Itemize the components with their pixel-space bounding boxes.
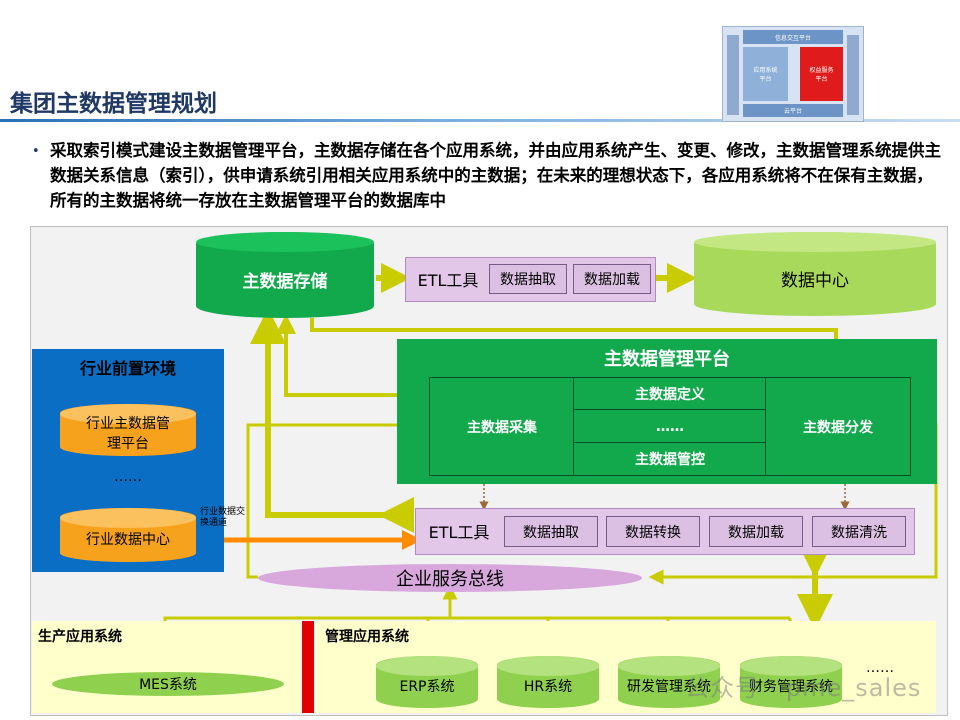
thumb-right-pillar <box>847 35 859 115</box>
master-data-storage-cylinder: 主数据存储 <box>196 232 374 318</box>
etl-top-load: 数据加载 <box>573 264 651 294</box>
exchange-channel-label: 行业数据交换通道 <box>200 507 246 528</box>
thumb-top-label: 信息交互平台 <box>743 30 843 44</box>
bullet-icon: • <box>32 144 40 159</box>
data-center-cylinder: 数据中心 <box>694 232 936 316</box>
thumb-left-pillar <box>727 35 739 115</box>
data-center-label: 数据中心 <box>781 270 849 291</box>
hr-system-label: HR系统 <box>523 679 573 695</box>
erp-system-cylinder: ERP系统 <box>376 656 478 708</box>
arrow-etl-bottom-to-storage <box>250 308 414 533</box>
rd-system-label: 研发管理系统 <box>627 679 711 695</box>
system-divider <box>302 621 314 713</box>
platform-ellipsis: …… <box>573 409 767 444</box>
industry-ellipsis: …… <box>114 469 142 485</box>
etl-bottom-label: ETL工具 <box>428 522 490 542</box>
production-title: 生产应用系统 <box>38 629 122 645</box>
industry-data-center-label: 行业数据中心 <box>86 532 170 548</box>
etl-bottom-transform: 数据转换 <box>606 516 700 547</box>
erp-system-label: ERP系统 <box>399 679 455 695</box>
industry-data-center-cylinder: 行业数据中心 <box>60 508 196 562</box>
etl-top-label: ETL工具 <box>417 270 479 290</box>
arrow-esb-to-collect <box>246 417 426 579</box>
architecture-thumbnail: 信息交互平台 应用系统平台 权益服务平台 云平台 <box>722 26 864 122</box>
etl-bottom-extract: 数据抽取 <box>504 516 598 547</box>
management-title: 管理应用系统 <box>325 629 409 645</box>
mes-system: MES系统 <box>52 672 284 696</box>
platform-collect: 主数据采集 <box>429 377 575 476</box>
thumb-left-label: 应用系统平台 <box>743 47 788 101</box>
finance-system-cylinder: 财务管理系统 <box>740 656 842 708</box>
finance-system-label: 财务管理系统 <box>749 679 833 695</box>
title-divider <box>0 119 960 122</box>
platform-definition: 主数据定义 <box>573 377 767 411</box>
watermark: 公众号 · pme_sales <box>685 674 922 702</box>
industry-platform-label: 行业主数据管理平台 <box>86 416 170 452</box>
thumb-right-label: 权益服务平台 <box>800 47 843 101</box>
production-systems-panel <box>32 621 300 713</box>
etl-bottom-clean: 数据清洗 <box>812 516 906 547</box>
rd-system-cylinder: 研发管理系统 <box>618 656 720 708</box>
thumb-bottom-label: 云平台 <box>743 104 843 117</box>
platform-control: 主数据管控 <box>573 442 767 476</box>
platform-title: 主数据管理平台 <box>604 349 730 370</box>
intro-text: 采取索引模式建设主数据管理平台，主数据存储在各个应用系统，并由应用系统产生、变更… <box>50 141 941 210</box>
master-data-storage-label: 主数据存储 <box>242 271 328 292</box>
industry-title: 行业前置环境 <box>79 359 176 378</box>
industry-platform-cylinder: 行业主数据管理平台 <box>60 404 196 456</box>
page-title: 集团主数据管理规划 <box>10 91 217 117</box>
enterprise-service-bus: 企业服务总线 <box>258 564 642 592</box>
etl-top-extract: 数据抽取 <box>489 264 567 294</box>
etl-bottom-load: 数据加载 <box>709 516 803 547</box>
management-ellipsis: …… <box>866 660 894 676</box>
hr-system-cylinder: HR系统 <box>497 656 599 708</box>
platform-distribute: 主数据分发 <box>765 377 911 476</box>
